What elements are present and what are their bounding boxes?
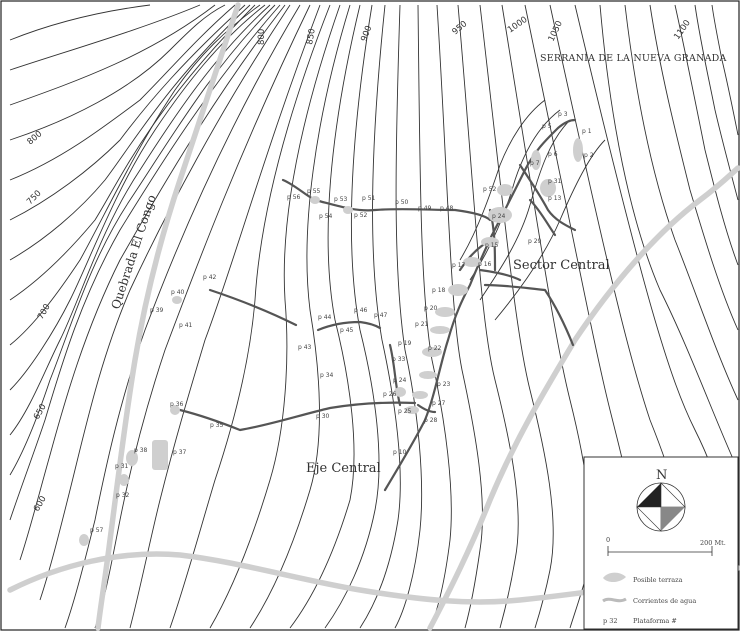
elevation-1100: 1100 [672, 18, 693, 41]
platform-label: p 54 [319, 213, 333, 220]
scale-start-label: 0 [606, 536, 610, 544]
terrace-icon [603, 572, 626, 583]
platform-label: p 50 [395, 199, 409, 206]
platform-label: p 15 [485, 242, 499, 249]
platform-label: p 16 [478, 261, 492, 268]
platform-label: p 24 [492, 213, 506, 220]
platform-label: p 43 [298, 344, 312, 351]
platform-label: p 6 [548, 151, 558, 158]
platform-label: p 57 [90, 527, 104, 534]
platform-label: p 52 [483, 186, 497, 193]
platform-label: p 44 [318, 314, 332, 321]
elevation-700: 700 [36, 302, 53, 321]
scale-end-label: 200 Mt. [700, 539, 726, 547]
platform-label: p 21 [415, 321, 429, 328]
platform-label: p 45 [340, 327, 354, 334]
elevation-650: 650 [32, 402, 49, 421]
platform-label: p 28 [424, 417, 438, 424]
sector-central-label: Sector Central [513, 258, 610, 273]
elevation-900: 900 [359, 24, 374, 43]
platform-label: p 26 [383, 391, 397, 398]
legend-item-water: Corrientes de agua [633, 597, 696, 605]
platform-label: p 53 [334, 196, 348, 203]
platform-label: p 40 [171, 289, 185, 296]
platform-label: p 31 [548, 178, 562, 185]
platform-label: p 3 [558, 111, 568, 118]
platform-label: p 29 [528, 238, 542, 245]
elevation-750: 750 [25, 189, 44, 208]
platform-labels: p 1 p 2 p 3 p 6 p 5 p 7 p 31 p 13 p 52 p… [90, 111, 594, 534]
platform-label: p 27 [432, 400, 446, 407]
platform-label: p 41 [179, 322, 193, 329]
platform-label: p 5 [542, 123, 552, 130]
platform-label: p 34 [320, 372, 334, 379]
platform-label: p 19 [398, 340, 412, 347]
platform-label: p 13 [548, 195, 562, 202]
platform-label: p 56 [287, 194, 301, 201]
platform-label: p 10 [393, 449, 407, 456]
platform-label: p 36 [170, 401, 184, 408]
elevation-800-left: 800 [26, 129, 45, 147]
north-arrow-icon [636, 482, 686, 532]
platform-label: p 49 [418, 205, 432, 212]
elevation-850: 850 [305, 28, 318, 46]
platform-label: p 23 [437, 381, 451, 388]
possible-terraces [79, 138, 583, 546]
water-current-icon [602, 597, 627, 603]
map-legend: N 0 200 Mt. Posible terraza Corrientes d… [583, 456, 739, 630]
platform-label: p 38 [134, 447, 148, 454]
contour-lines [9, 4, 739, 629]
water-currents [178, 118, 577, 492]
elevation-600: 600 [32, 494, 49, 513]
platform-label: p 31 [115, 463, 129, 470]
quebrada-el-congo-river [95, 2, 241, 631]
region-label: SERRANÍA DE LA NUEVA GRANADA [540, 52, 727, 64]
platform-label: p 35 [210, 422, 224, 429]
elevation-1000: 1000 [506, 15, 529, 36]
platform-label: p 47 [374, 312, 388, 319]
platform-label: p 24 [393, 377, 407, 384]
elevation-950: 950 [451, 19, 470, 37]
platform-label: p 51 [362, 195, 376, 202]
platform-label: p 17 [452, 262, 466, 269]
platform-label: p 30 [316, 413, 330, 420]
platform-label: p 46 [354, 307, 368, 314]
platform-label: p 1 [582, 128, 592, 135]
north-label: N [656, 468, 667, 483]
platform-label: p 18 [432, 287, 446, 294]
platform-label: p 37 [173, 449, 187, 456]
platform-label: p 25 [398, 408, 412, 415]
platform-label: p 20 [424, 305, 438, 312]
platform-label: p 52 [354, 212, 368, 219]
elevation-800-top: 800 [257, 29, 267, 45]
platform-label: p 2 [584, 152, 594, 159]
legend-item-terrace: Posible terraza [633, 576, 683, 584]
platform-label: p 32 [116, 492, 130, 499]
platform-label: p 33 [392, 356, 406, 363]
platform-label: p 7 [530, 160, 540, 167]
platform-label: p 48 [440, 205, 454, 212]
eastern-river [427, 165, 740, 631]
platform-label: p 22 [428, 345, 442, 352]
platform-label-icon: p 32 [603, 617, 618, 625]
elevation-1050: 1050 [547, 19, 565, 43]
legend-item-platform: Plataforma # [633, 617, 677, 625]
eje-central-label: Eje Central [306, 461, 381, 476]
platform-label: p 55 [307, 188, 321, 195]
scale-bar [607, 546, 713, 556]
platform-label: p 39 [150, 307, 164, 314]
platform-label: p 42 [203, 274, 217, 281]
